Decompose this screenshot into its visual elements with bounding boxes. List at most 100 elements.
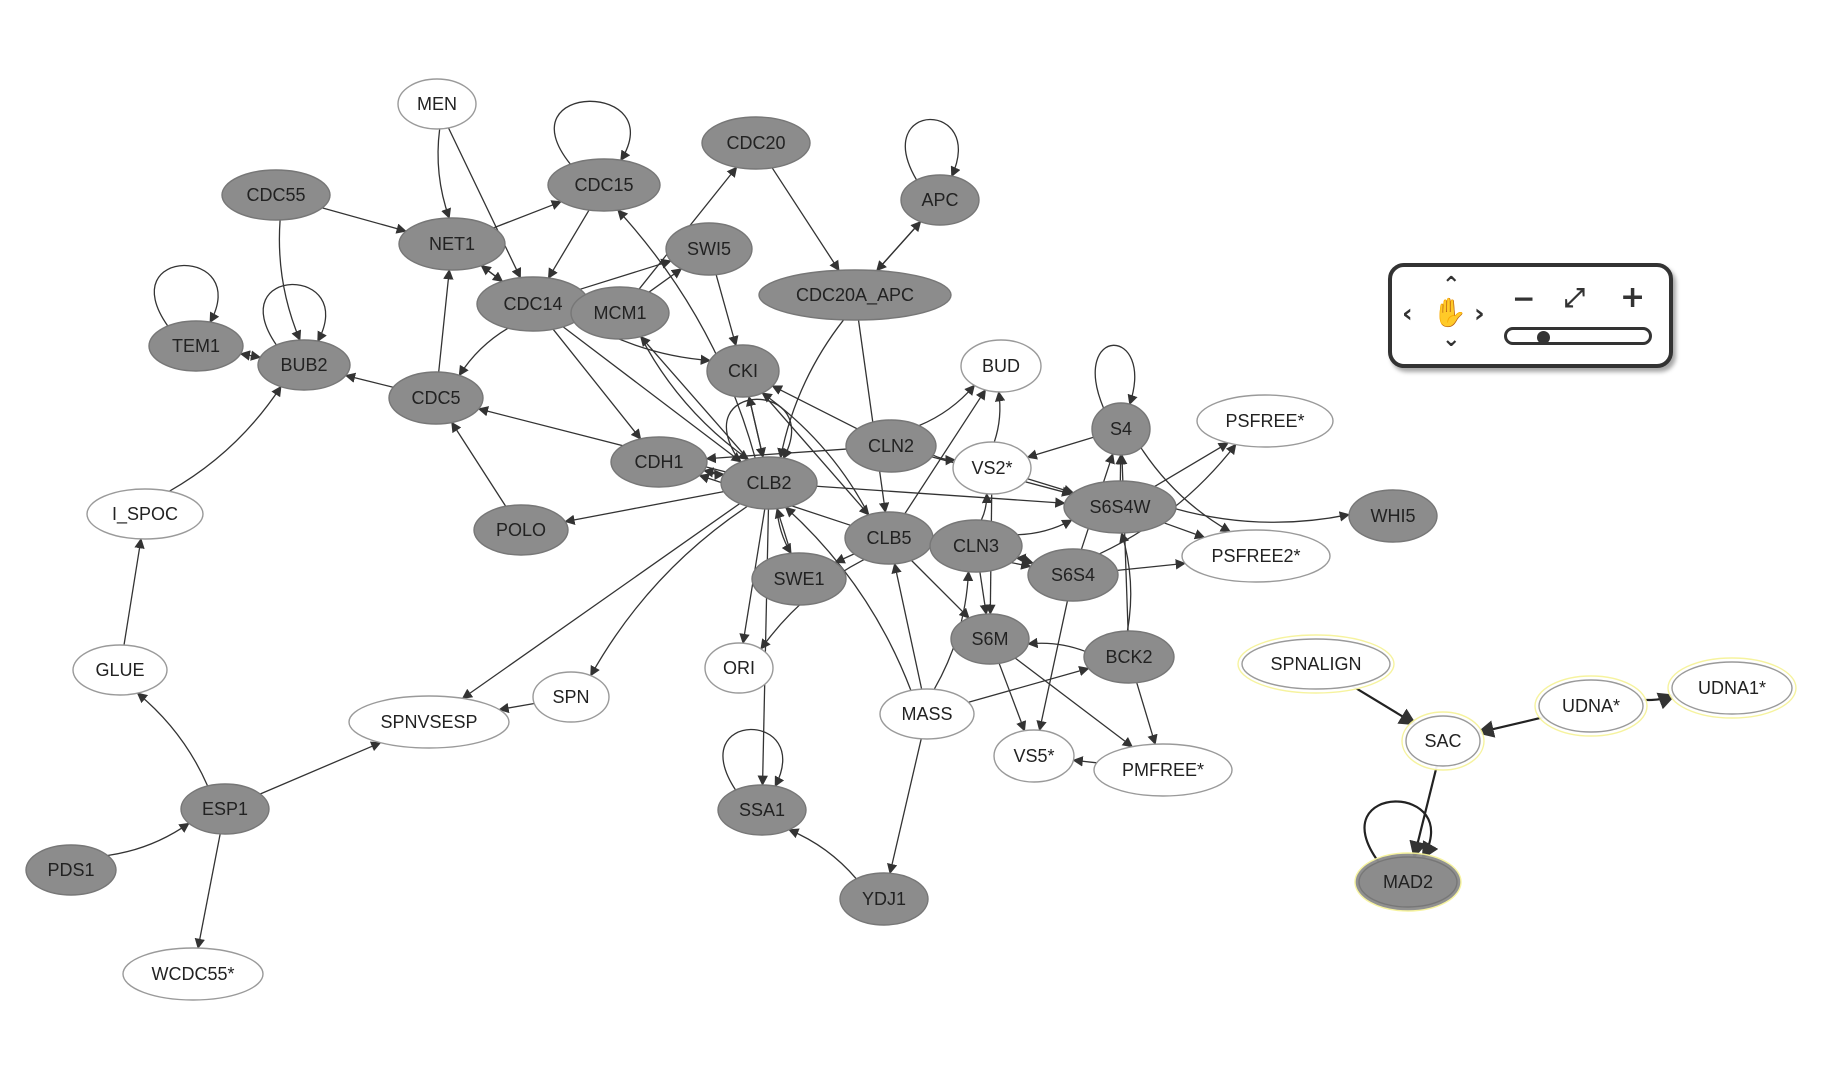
node-pds1[interactable]: PDS1 [25, 844, 117, 896]
node-bub2[interactable]: BUB2 [257, 339, 351, 391]
node-label: TEM1 [172, 336, 220, 356]
node-i_spoc[interactable]: I_SPOC [86, 488, 204, 540]
node-ori[interactable]: ORI [704, 642, 774, 694]
node-label: BUB2 [280, 355, 327, 375]
node-shape [72, 644, 168, 696]
node-udna[interactable]: UDNA* [1534, 675, 1648, 737]
node-mcm1[interactable]: MCM1 [570, 286, 670, 340]
edge-clb5-bud [904, 389, 986, 515]
node-cdc15[interactable]: CDC15 [547, 158, 661, 212]
expand-icon[interactable]: ⤢ [1564, 283, 1585, 313]
edge-clb2-clb2 [725, 398, 793, 463]
edge-clb5-swe1 [834, 553, 855, 564]
node-shape [610, 436, 708, 488]
node-s6s4w[interactable]: S6S4W [1063, 480, 1177, 534]
node-shape [758, 269, 952, 321]
node-shape [257, 339, 351, 391]
node-bck2[interactable]: BCK2 [1083, 630, 1175, 684]
node-label: SPN [552, 687, 589, 707]
node-net1[interactable]: NET1 [398, 217, 506, 271]
plus-icon[interactable]: + [1620, 280, 1646, 315]
node-shape [720, 456, 818, 510]
node-polo[interactable]: POLO [473, 504, 569, 556]
node-sac[interactable]: SAC [1401, 711, 1485, 771]
node-wcdc55[interactable]: WCDC55* [122, 947, 264, 1001]
hand-icon[interactable]: ✋ [1432, 296, 1467, 329]
node-swi5[interactable]: SWI5 [665, 222, 753, 276]
chevron-down-icon[interactable]: ⌄ [1442, 327, 1461, 352]
node-s6s4[interactable]: S6S4 [1027, 548, 1119, 602]
node-vs2[interactable]: VS2* [952, 441, 1032, 495]
node-label: MEN [417, 94, 457, 114]
node-cdc20a_apc[interactable]: CDC20A_APC [758, 269, 952, 321]
node-shape [1405, 715, 1481, 767]
node-cdc5[interactable]: CDC5 [388, 371, 484, 425]
chevron-up-icon[interactable]: ⌃ [1442, 273, 1461, 298]
node-clb2[interactable]: CLB2 [720, 456, 818, 510]
node-label: CDC55 [246, 185, 305, 205]
node-shape [547, 158, 661, 212]
node-spn[interactable]: SPN [532, 671, 610, 723]
node-mad2[interactable]: MAD2 [1354, 852, 1462, 912]
node-cln2[interactable]: CLN2 [845, 419, 937, 473]
edge-s4-vs2 [1026, 436, 1094, 460]
node-cdc20[interactable]: CDC20 [701, 116, 811, 170]
node-label: CDC20 [726, 133, 785, 153]
node-swe1[interactable]: SWE1 [751, 552, 847, 606]
edge-clb2-spnvsesp [461, 503, 741, 699]
node-esp1[interactable]: ESP1 [180, 783, 270, 835]
node-pmfree[interactable]: PMFREE* [1093, 743, 1233, 797]
node-label: ORI [723, 658, 755, 678]
node-clb5[interactable]: CLB5 [844, 511, 934, 565]
node-label: MAD2 [1383, 872, 1433, 892]
edge-polo-cdc5 [451, 421, 507, 507]
node-ydj1[interactable]: YDJ1 [839, 872, 929, 926]
node-ssa1[interactable]: SSA1 [717, 784, 807, 836]
node-tem1[interactable]: TEM1 [148, 320, 244, 372]
chevron-left-icon[interactable]: ‹ [1402, 299, 1413, 329]
edge-s4-s4 [1094, 344, 1138, 409]
node-cki[interactable]: CKI [706, 344, 780, 398]
node-shape [1063, 480, 1177, 534]
node-label: SSA1 [739, 800, 785, 820]
edge-cdc55-net1 [322, 207, 407, 234]
node-shape [704, 642, 774, 694]
node-label: NET1 [429, 234, 475, 254]
node-whi5[interactable]: WHI5 [1348, 489, 1438, 543]
node-cdh1[interactable]: CDH1 [610, 436, 708, 488]
chevron-right-icon[interactable]: › [1474, 299, 1485, 329]
node-vs5[interactable]: VS5* [993, 729, 1075, 783]
node-psfree[interactable]: PSFREE* [1196, 394, 1334, 448]
edge-cln2-bud [918, 384, 976, 427]
node-apc[interactable]: APC [900, 174, 980, 226]
node-spnalign[interactable]: SPNALIGN [1237, 634, 1395, 694]
node-bud[interactable]: BUD [960, 339, 1042, 393]
edge-cdc15-cdc14 [547, 209, 590, 279]
node-udna1[interactable]: UDNA1* [1667, 657, 1797, 719]
node-mass[interactable]: MASS [879, 688, 975, 740]
node-shape [1671, 661, 1793, 715]
zoom-slider[interactable] [1504, 327, 1652, 345]
node-s4[interactable]: S4 [1091, 402, 1151, 456]
edge-bub2-tem1 [239, 350, 261, 361]
node-shape [751, 552, 847, 606]
node-cln3[interactable]: CLN3 [929, 519, 1023, 573]
node-psfree2[interactable]: PSFREE2* [1181, 529, 1331, 583]
edge-mass-clb5 [891, 562, 923, 690]
minus-icon[interactable]: − [1512, 282, 1536, 315]
edge-cki-clb5 [761, 392, 870, 516]
node-glue[interactable]: GLUE [72, 644, 168, 696]
node-cdc14[interactable]: CDC14 [476, 276, 590, 332]
edge-cdc14-cdh1 [552, 328, 642, 440]
zoom-slider-handle[interactable] [1537, 331, 1551, 344]
node-s6m[interactable]: S6M [950, 613, 1030, 665]
node-label: BCK2 [1105, 647, 1152, 667]
graph-navigator: ⌃ ⌄ ‹ › ✋ − ⤢ + [1388, 263, 1673, 368]
node-shape [845, 419, 937, 473]
node-cdc55[interactable]: CDC55 [221, 169, 331, 221]
edge-s4-psfree2 [1140, 447, 1232, 533]
node-men[interactable]: MEN [397, 78, 477, 130]
node-spnvsesp[interactable]: SPNVSESP [348, 695, 510, 749]
